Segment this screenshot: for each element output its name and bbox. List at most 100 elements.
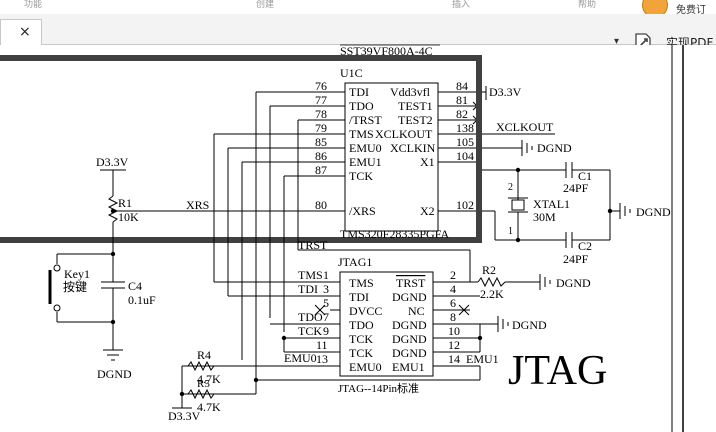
u1-pin-num: 81 <box>456 93 468 107</box>
jtag-pin-name: TDI <box>349 290 369 304</box>
u1-pin-num: 105 <box>456 135 474 149</box>
r2-value: 2.2K <box>480 287 504 301</box>
jtag-pin-num: 3 <box>323 282 329 296</box>
top-partial-label: SST39VF800A-4C <box>340 44 433 58</box>
close-icon[interactable]: × <box>19 24 31 40</box>
net-xclkout: XCLKOUT <box>496 120 554 134</box>
u1-pin-name: TCK <box>349 169 373 183</box>
r1-ref: R1 <box>118 196 132 210</box>
r4-value: 4.7K <box>197 372 221 386</box>
xtal1-pin: 1 <box>508 226 513 237</box>
net-dgnd: DGND <box>512 318 547 332</box>
jtag-watermark: JTAG <box>508 348 607 394</box>
u1-pin-num: 86 <box>315 149 327 163</box>
key1-ref: Key1 <box>64 267 90 281</box>
supply-d33v-bottom: D3.3V <box>168 409 201 423</box>
c1-value: 24PF <box>563 181 589 195</box>
u1-pin-num: 138 <box>456 121 474 135</box>
jtag-net: EMU0 <box>284 351 317 365</box>
chevron-down-icon[interactable]: ▾ <box>614 36 620 47</box>
u1-pin-name: TDI <box>349 85 369 99</box>
u1-pin-num: 80 <box>315 198 327 212</box>
jtag-pin-name: TRST <box>396 276 426 290</box>
jtag-pin-num: 11 <box>316 338 328 352</box>
menu-item-1[interactable]: 功能 <box>24 0 43 10</box>
jtag-pin-num: 9 <box>323 324 329 338</box>
u1-pin-num: 102 <box>456 198 474 212</box>
jtag-pin-name: DGND <box>392 346 427 360</box>
menu-item-2[interactable]: 创建 <box>256 0 275 10</box>
jtag-pin-num: 1 <box>323 268 329 282</box>
net-dgnd: DGND <box>537 141 572 155</box>
u1-pin-name: X1 <box>420 155 435 169</box>
u1-pin-num: 77 <box>315 93 327 107</box>
u1-pin-num: 82 <box>456 107 468 121</box>
jtag-pin-name: TCK <box>349 346 373 360</box>
jtag-pin-num: 6 <box>450 296 456 310</box>
c2-value: 24PF <box>563 252 589 266</box>
u1-pin-name: XCLKOUT <box>375 127 433 141</box>
vertical-scrollbar[interactable] <box>681 45 716 432</box>
jtag-pin-num: 5 <box>323 296 329 310</box>
u1-pin-num: 76 <box>315 79 327 93</box>
jtag-pin-name: NC <box>408 304 425 318</box>
u1-pin-num: 87 <box>315 163 327 177</box>
r5-value: 4.7K <box>197 400 221 414</box>
jtag-net: TDO <box>298 310 323 324</box>
jtag-pin-name: TMS <box>349 276 374 290</box>
xtal1-body <box>511 199 525 211</box>
net-d33v-top: D3.3V <box>489 85 522 99</box>
jtag-net: TCK <box>298 324 322 338</box>
free-badge-label: 免费订 <box>676 5 706 16</box>
jtag-net: TDI <box>298 282 318 296</box>
jtag-pin-num: 10 <box>448 324 460 338</box>
u1-pin-num: 79 <box>315 121 327 135</box>
u1c-chip-body <box>344 82 439 232</box>
jtag-pin-num: 2 <box>450 268 456 282</box>
u1-pin-name: XCLKIN <box>390 141 436 155</box>
r1-supply: D3.3V <box>96 155 129 169</box>
jtag-pin-name: DGND <box>392 332 427 346</box>
xtal1-value: 30M <box>533 210 556 224</box>
c2-ref: C2 <box>578 239 592 253</box>
u1-pin-name: TDO <box>349 99 374 113</box>
xtal1-pin: 2 <box>508 182 513 193</box>
r1-value: 10K <box>118 210 139 224</box>
jtag1-ref: JTAG1 <box>338 255 372 269</box>
u1-pin-num: 78 <box>315 107 327 121</box>
jtag-pin-name: TCK <box>349 332 373 346</box>
highlight-frame <box>0 55 482 243</box>
document-tab[interactable]: × <box>0 19 42 45</box>
jtag-pin-name: DGND <box>392 290 427 304</box>
menu-item-4[interactable]: 帮助 <box>578 0 597 10</box>
u1-pin-name: /XRS <box>349 204 376 218</box>
jtag-pin-name: TDO <box>349 318 374 332</box>
net-trst: TRST <box>298 238 328 252</box>
jtag-pin-name: DGND <box>392 318 427 332</box>
jtag-pin-num: 8 <box>450 310 456 324</box>
menu-item-3[interactable]: 插入 <box>452 0 471 10</box>
u1-pin-num: 84 <box>456 79 468 93</box>
u1-pin-name: EMU0 <box>349 141 382 155</box>
key1-value: 按键 <box>63 280 87 294</box>
r2-ref: R2 <box>482 263 496 277</box>
jtag-pin-num: 13 <box>316 352 328 366</box>
u1c-part: TMS320F28335PGFA <box>340 227 449 241</box>
net-dgnd: DGND <box>636 205 671 219</box>
u1-pin-name: TEST1 <box>398 99 433 113</box>
net-xrs: XRS <box>186 198 209 212</box>
xtal1-ref: XTAL1 <box>533 197 570 211</box>
tab-bar: × ▾ 实现PDF <box>0 14 716 53</box>
jtag-pin-num: 12 <box>448 338 460 352</box>
jtag-pin-num: 7 <box>323 310 329 324</box>
jtag-net: TMS <box>298 268 323 282</box>
u1-pin-name: X2 <box>420 204 435 218</box>
u1-pin-num: 104 <box>456 149 474 163</box>
u1-pin-name: TEST2 <box>398 113 433 127</box>
c1-ref: C1 <box>578 169 592 183</box>
jtag-pin-name: EMU0 <box>349 360 382 374</box>
jtag-pin-num: 4 <box>450 282 456 296</box>
jtag-pin-num: 14 <box>448 352 460 366</box>
jtag-pin-name: EMU1 <box>392 360 425 374</box>
